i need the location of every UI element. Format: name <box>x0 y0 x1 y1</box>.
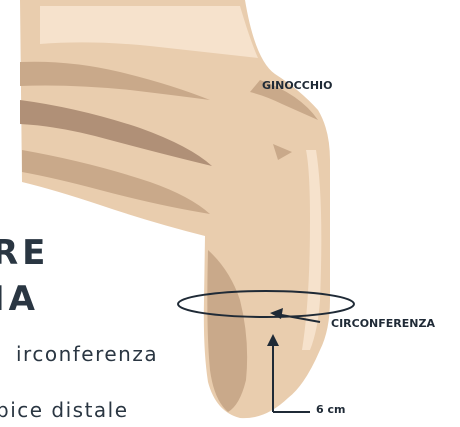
limb-shape <box>20 0 330 419</box>
headline-line-1: RE <box>0 233 50 273</box>
knee-shadow <box>250 80 318 120</box>
knee-label: GINOCCHIO <box>262 79 333 92</box>
circumference-arrowhead <box>270 308 283 319</box>
limb-highlight <box>40 6 258 58</box>
distance-arrowhead <box>267 334 279 346</box>
thigh-stripe-1 <box>20 61 210 100</box>
distance-label: 6 cm <box>316 403 346 416</box>
circumference-label: CIRCONFERENZA <box>331 317 435 330</box>
shin-highlight <box>302 150 322 350</box>
headline-line-2: IA <box>0 279 39 319</box>
circumference-ring <box>177 290 355 318</box>
thigh-stripe-2 <box>20 100 212 166</box>
body-text-line-2: pice distale <box>0 398 129 422</box>
thigh-stripe-3 <box>22 150 210 214</box>
circumference-pointer <box>275 313 321 323</box>
body-text-line-1: irconferenza <box>16 342 159 366</box>
shin-shadow <box>207 250 248 412</box>
knee-dimple <box>273 144 292 160</box>
